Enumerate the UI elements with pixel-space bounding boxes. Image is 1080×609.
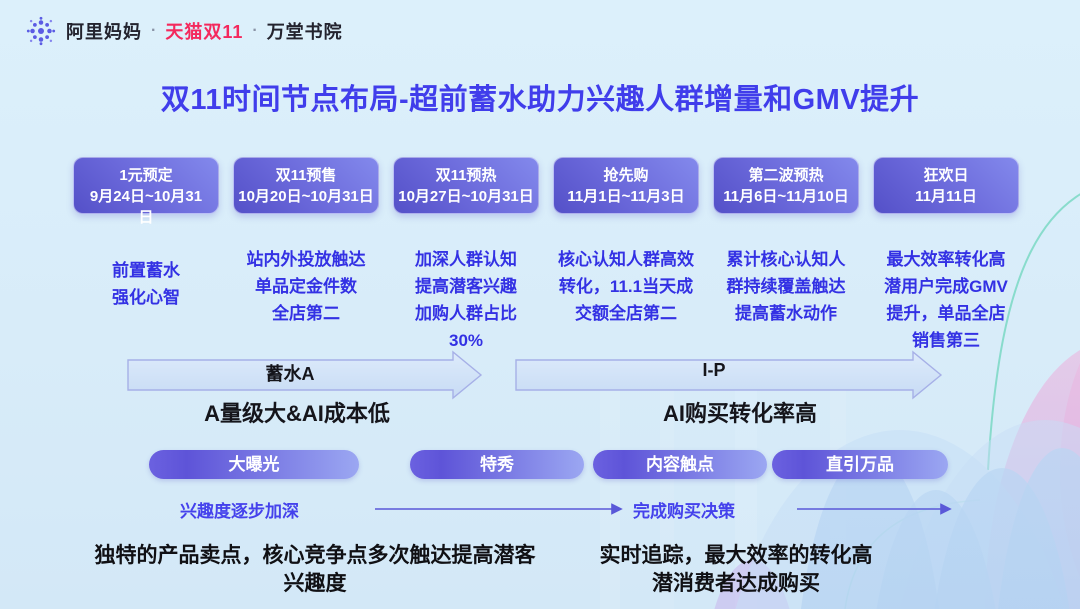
stage-dates: 11月6日~11月10日 <box>723 188 849 205</box>
flow-note-interest: 兴趣度逐步加深 <box>180 502 299 521</box>
stage-box: 抢先购 11月1日~11月3日 <box>553 157 699 214</box>
phase-arrow-storage <box>127 350 483 400</box>
stage-box: 1元预定 9月24日~10月31日 <box>73 157 219 226</box>
stage-dates: 9月24日~10月31日 <box>89 188 203 226</box>
stage-column-second-preheat: 第二波预热 11月6日~11月10日 累计核心认知人 群持续覆盖触达 提高蓄水动… <box>706 157 866 327</box>
stage-description: 加深人群认知 提高潜客兴趣 加购人群占比 30% <box>415 250 517 350</box>
stage-dates: 11月1日~11月3日 <box>567 188 685 205</box>
product-pill-zhiyin: 直引万品 <box>772 450 948 479</box>
stage-column-1yuan-preorder: 1元预定 9月24日~10月31日 前置蓄水 强化心智 <box>66 157 226 311</box>
phase-arrow-ip <box>515 350 943 400</box>
brand-separator: · <box>151 22 157 39</box>
stage-name: 狂欢日 <box>923 167 969 184</box>
phase-arrow-label: 蓄水A <box>265 364 315 384</box>
stage-name: 第二波预热 <box>748 167 824 184</box>
stage-box: 双11预售 10月20日~10月31日 <box>233 157 379 214</box>
footnote-right: 实时追踪，最大效率的转化高潜消费者达成购买 <box>599 544 873 595</box>
stage-column-early-buy: 抢先购 11月1日~11月3日 核心认知人群高效 转化，11.1当天成 交额全店… <box>546 157 706 327</box>
brand-separator: · <box>252 22 258 39</box>
footnote-left: 独特的产品卖点，核心竞争点多次触达提高潜客兴趣度 <box>94 544 536 595</box>
stage-description: 前置蓄水 强化心智 <box>112 261 180 307</box>
stage-name: 抢先购 <box>603 167 649 184</box>
phase-arrow-sublabel: A量级大&AI成本低 <box>204 401 390 426</box>
page-title: 双11时间节点布局-超前蓄水助力兴趣人群增量和GMV提升 <box>160 84 920 116</box>
flow-note-purchase-decision: 完成购买决策 <box>633 502 735 521</box>
stage-box: 双11预热 10月27日~10月31日 <box>393 157 539 214</box>
stage-column-preheat: 双11预热 10月27日~10月31日 加深人群认知 提高潜客兴趣 加购人群占比… <box>386 157 546 354</box>
brand-alimama: 阿里妈妈 <box>66 22 142 42</box>
alimama-logo-icon <box>26 16 56 46</box>
stage-name: 双11预热 <box>435 167 497 184</box>
phase-arrow-sublabel: AI购买转化率高 <box>662 401 817 426</box>
stage-column-presale: 双11预售 10月20日~10月31日 站内外投放触达 单品定金件数 全店第二 <box>226 157 386 327</box>
brand-header: 阿里妈妈 · 天猫双11 · 万堂书院 <box>25 15 343 47</box>
brand-wantang: 万堂书院 <box>266 22 343 42</box>
product-pill-texiu: 特秀 <box>410 450 584 479</box>
product-pill-content-touchpoint: 内容触点 <box>593 450 767 479</box>
brand-tmall-double11: 天猫双11 <box>165 22 244 42</box>
blue-hill <box>998 448 1080 609</box>
stage-description: 累计核心认知人 群持续覆盖触达 提高蓄水动作 <box>726 250 846 323</box>
product-pill-exposure: 大曝光 <box>149 450 359 479</box>
stage-column-carnival-day: 狂欢日 11月11日 最大效率转化高 潜用户完成GMV 提升，单品全店 销售第三 <box>866 157 1026 354</box>
flow-arrows <box>375 503 952 515</box>
stage-description: 核心认知人群高效 转化，11.1当天成 交额全店第二 <box>558 250 694 323</box>
phase-arrow-label: I-P <box>702 360 726 380</box>
teal-arc <box>987 193 1080 471</box>
stage-box: 狂欢日 11月11日 <box>873 157 1019 214</box>
stage-box: 第二波预热 11月6日~11月10日 <box>713 157 859 214</box>
stage-name: 双11预售 <box>275 167 337 184</box>
stage-name: 1元预定 <box>119 167 173 184</box>
stage-dates: 11月11日 <box>915 188 977 205</box>
stage-description: 站内外投放触达 单品定金件数 全店第二 <box>246 250 366 323</box>
stage-description: 最大效率转化高 潜用户完成GMV 提升，单品全店 销售第三 <box>884 250 1008 350</box>
stage-dates: 10月27日~10月31日 <box>398 188 534 205</box>
stage-dates: 10月20日~10月31日 <box>238 188 374 205</box>
